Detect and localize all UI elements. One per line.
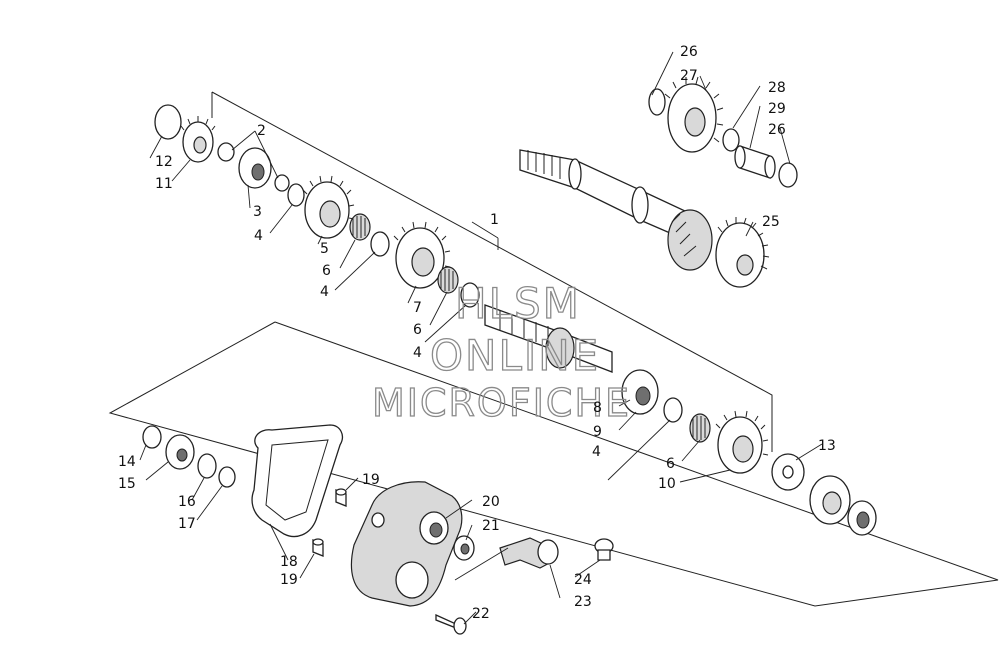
washer-4d [663,397,683,423]
callout-labels: 1 2 3 4 4 4 4 5 6 6 6 7 8 9 10 11 12 13 … [118,44,836,622]
callout-2: 2 [257,123,266,139]
callout-9: 9 [593,424,602,440]
gasket-18-inner [265,439,329,521]
callout-19: 19 [280,572,298,588]
callout-4: 4 [254,228,263,244]
bearing-assembly [809,475,877,536]
snap-ring-12 [154,104,182,140]
callout-7: 7 [413,300,422,316]
hub-8 [621,369,659,415]
input-shaft-1 [484,304,613,373]
cover-housing [350,481,463,607]
washer-4b [370,231,390,257]
callout-5: 5 [320,241,329,257]
speed-sensor-23 [499,537,559,569]
gear-7 [393,221,451,289]
dowel-19-lower [312,538,324,557]
circlip-17 [218,466,236,488]
callout-6: 6 [413,322,422,338]
callout-22: 22 [472,606,490,622]
callout-6: 6 [322,263,331,279]
callout-6: 6 [666,456,675,472]
watermark-line2: ONLINE [430,331,600,380]
callout-21: 21 [482,518,500,534]
washer-26-lower [778,162,798,188]
washer-4c [460,282,480,308]
screw-24 [594,538,614,561]
needle-bearing-6b [437,266,459,294]
callout-28: 28 [768,80,786,96]
gasket-18 [251,424,344,538]
bushing-28 [722,128,740,152]
callout-4: 4 [413,345,422,361]
callout-16: 16 [178,494,196,510]
callout-1: 1 [490,212,499,228]
output-shaft-25 [519,149,770,288]
callout-25: 25 [762,214,780,230]
callout-23: 23 [574,594,592,610]
callout-29: 29 [768,101,786,117]
callout-26: 26 [680,44,698,60]
callout-12: 12 [155,154,173,170]
leader-lines [139,51,823,625]
lower-assembly-frame [108,321,999,607]
circlip-2 [217,142,235,162]
snap-ring-14 [142,425,162,449]
gear-5 [302,175,355,239]
circlip-2b [274,174,290,192]
callout-10: 10 [658,476,676,492]
callout-20: 20 [482,494,500,510]
callout-4: 4 [592,444,601,460]
washer-13-hole [782,465,794,479]
callout-18: 18 [280,554,298,570]
washer-16 [197,453,217,479]
dowel-19-upper [335,488,347,507]
gear-15 [165,434,195,470]
bolt-22 [435,613,467,635]
needle-bearing-6c [689,413,711,443]
gear-11 [180,116,216,163]
callout-24: 24 [574,572,592,588]
gear-10 [715,410,769,474]
callout-27: 27 [680,68,698,84]
watermark-line1: HLSM [455,279,581,328]
callout-14: 14 [118,454,136,470]
seal-21 [453,535,475,561]
hub-3 [238,147,272,189]
callout-26: 26 [768,122,786,138]
upper-assembly-frame [211,91,773,452]
callout-3: 3 [253,204,262,220]
gear-27 [664,76,724,153]
watermark-line3: MICROFICHE [372,381,631,425]
callout-4: 4 [320,284,329,300]
callout-13: 13 [818,438,836,454]
callout-19: 19 [362,472,380,488]
callout-15: 15 [118,476,136,492]
callout-17: 17 [178,516,196,532]
washer-4a [287,183,305,207]
sleeve-29 [734,145,776,179]
washer-26-upper [648,88,666,116]
callout-11: 11 [155,176,173,192]
callout-8: 8 [593,400,602,416]
needle-bearing-6a [349,213,371,241]
